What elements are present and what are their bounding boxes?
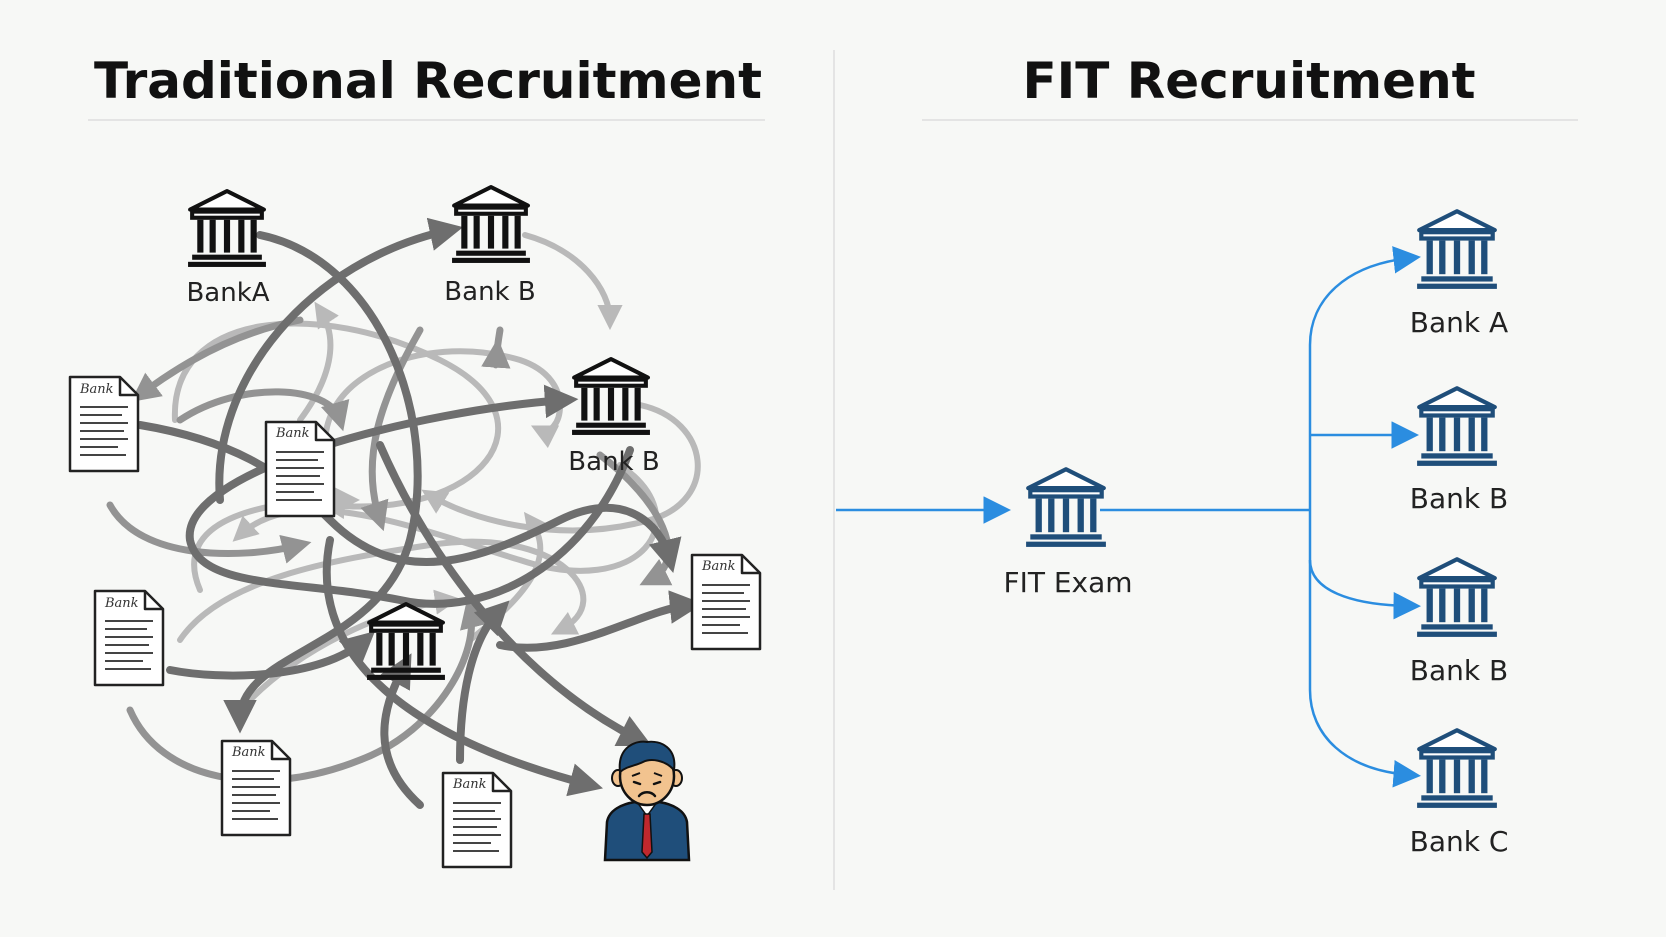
document-label: Bank [452, 777, 487, 792]
document-label: Bank [79, 382, 114, 397]
target-bank-b-2: Bank B [1410, 559, 1508, 687]
bank-label: Bank B [1410, 482, 1508, 515]
bank-label: Bank A [1410, 306, 1508, 339]
bank-label: Bank B [444, 277, 535, 307]
target-bank-b: Bank B [1410, 388, 1508, 515]
sad-person-icon [603, 740, 691, 862]
flow-arrow-bank-a [1308, 246, 1421, 510]
bank-node-b-top: Bank B [444, 187, 536, 307]
target-bank-a: Bank A [1410, 211, 1508, 339]
bank-icon [452, 187, 530, 263]
document-4: Bank [93, 589, 165, 687]
left-panel: Traditional Recruitment [68, 52, 765, 869]
document-label: Bank [275, 426, 310, 441]
bank-node-a: BankA [186, 191, 270, 308]
bank-icon [572, 359, 650, 435]
right-panel-title: FIT Recruitment [1022, 52, 1475, 110]
bank-icon [1417, 211, 1497, 289]
document-2: Bank [264, 420, 336, 518]
document-label: Bank [231, 745, 266, 760]
tangled-arrows-dark [136, 217, 704, 809]
left-panel-title: Traditional Recruitment [94, 52, 762, 110]
document-6: Bank [441, 771, 513, 869]
document-label: Bank [701, 559, 736, 574]
flow-arrow-bank-b-2 [1308, 510, 1421, 620]
fit-exam-hub: FIT Exam [1003, 469, 1133, 599]
fit-flow-arrows [836, 246, 1421, 788]
bank-label: Bank B [1410, 654, 1508, 687]
exam-building-icon [1026, 469, 1106, 547]
bank-node-b-right: Bank B [568, 359, 660, 477]
bank-label: BankA [186, 278, 269, 308]
flow-arrow-bank-c [1308, 560, 1421, 788]
bank-label: Bank B [568, 447, 659, 477]
bank-label: Bank C [1410, 825, 1509, 858]
bank-icon [1417, 730, 1497, 808]
document-label: Bank [104, 596, 139, 611]
bank-node-center [367, 604, 445, 680]
bank-icon [1417, 388, 1497, 466]
fit-exam-label: FIT Exam [1003, 566, 1132, 599]
target-bank-c: Bank C [1410, 730, 1509, 858]
bank-icon [1417, 559, 1497, 637]
document-5: Bank [220, 739, 292, 837]
right-panel: FIT Recruitment FIT Exam Bank A Bank B [836, 52, 1578, 858]
bank-icon [367, 604, 445, 680]
document-3: Bank [690, 553, 762, 651]
bank-icon [188, 191, 266, 267]
document-1: Bank [68, 375, 140, 473]
